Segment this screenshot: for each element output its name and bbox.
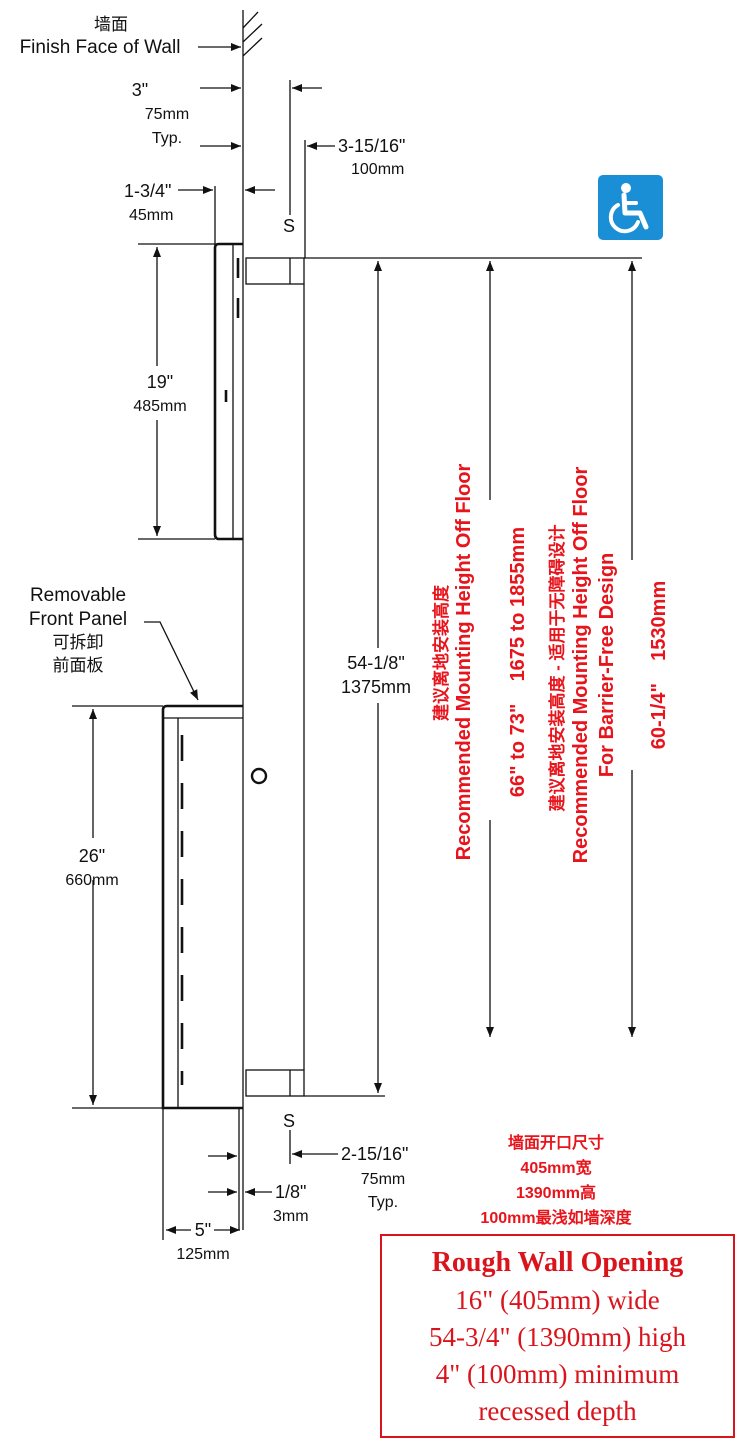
dim-3-mm: 75mm — [145, 106, 189, 123]
bf-label-cn: 建议离地安装高度 - 适用于无障碍设计 — [547, 524, 567, 811]
rough-depth-1: 4" (100mm) minimum — [435, 1359, 680, 1389]
dim-2-15-16-in: 2-15/16" — [341, 1144, 408, 1164]
mount-range: 66" to 73" 1675 to 1855mm — [507, 527, 529, 797]
bf-label-en-2: For Barrier-Free Design — [596, 553, 618, 778]
dim-2-15-16-mm: 75mm — [361, 1171, 405, 1188]
dim-19-mm: 485mm — [133, 398, 186, 415]
dim-1-3-4-mm: 45mm — [129, 207, 173, 224]
lock-icon — [250, 767, 268, 785]
rough-wall-opening-box: Rough Wall Opening 16" (405mm) wide 54-3… — [380, 1234, 735, 1438]
dim-54-in: 54-1/8" — [347, 653, 404, 673]
rough-depth-2: recessed depth — [478, 1396, 637, 1426]
dim-3-15-16-in: 3-15/16" — [338, 136, 405, 156]
dim-26-mm: 660mm — [65, 872, 118, 889]
dim-3-in: 3" — [132, 80, 148, 100]
rough-height: 54-3/4" (1390mm) high — [428, 1322, 686, 1352]
dim-1-8-in: 1/8" — [275, 1182, 306, 1202]
dim-3-typ: Typ. — [152, 130, 182, 147]
wheelchair-icon — [598, 175, 663, 240]
wall-label-cn: 墙面 — [94, 15, 128, 34]
bf-height: 60-1/4" 1530mm — [648, 581, 670, 749]
panel-label-cn-1: 可拆卸 — [53, 633, 104, 652]
dim-54-mm: 1375mm — [341, 677, 411, 697]
rough-width: 16" (405mm) wide — [455, 1285, 660, 1315]
mount-label-cn: 建议离地安装高度 — [431, 584, 451, 721]
dim-5-mm: 125mm — [176, 1246, 229, 1263]
panel-label-1: Removable — [30, 585, 126, 606]
dim-3-15-16-mm: 100mm — [351, 161, 404, 178]
panel-label-2: Front Panel — [29, 609, 127, 630]
dim-26-in: 26" — [79, 846, 105, 866]
wall-label-en: Finish Face of Wall — [20, 37, 181, 58]
dim-2-15-16-typ: Typ. — [368, 1194, 398, 1211]
cabinet-body — [245, 257, 305, 1097]
opening-cn-2: 405mm宽 — [520, 1158, 591, 1177]
panel-label-cn-2: 前面板 — [53, 656, 104, 675]
opening-cn-3: 1390mm高 — [516, 1183, 596, 1202]
dim-19-in: 19" — [147, 372, 173, 392]
wall-face — [242, 10, 263, 1230]
upper-panel — [138, 242, 243, 541]
panel-leader — [144, 621, 199, 701]
rough-title: Rough Wall Opening — [431, 1247, 684, 1278]
stud-mark-bottom: S — [283, 1111, 295, 1131]
opening-cn-4: 100mm最浅如墙深度 — [480, 1208, 632, 1227]
dim-1-8-mm: 3mm — [273, 1208, 309, 1225]
dim-1-3-4-in: 1-3/4" — [124, 181, 171, 201]
mount-label-en: Recommended Mounting Height Off Floor — [453, 463, 475, 860]
lower-panel — [72, 704, 243, 1110]
dim-5-in: 5" — [195, 1220, 211, 1240]
opening-cn-1: 墙面开口尺寸 — [508, 1133, 604, 1152]
stud-mark-top: S — [283, 216, 295, 236]
bf-label-en-1: Recommended Mounting Height Off Floor — [570, 466, 592, 863]
